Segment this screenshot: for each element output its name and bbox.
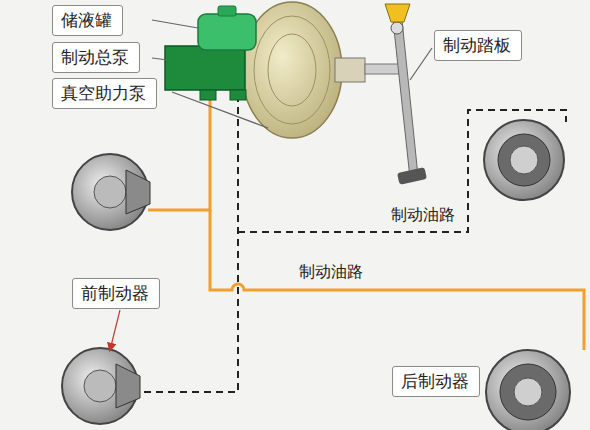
callout-box: 真空助力泵: [52, 78, 157, 109]
callout-box: 制动踏板: [434, 30, 522, 61]
brake-pedal: [385, 4, 427, 185]
callout-box: 制动总泵: [52, 42, 140, 73]
callout-label: 后制动器: [401, 370, 471, 392]
line-label: 制动油路: [388, 205, 458, 225]
reservoir: [198, 6, 256, 50]
brake-line-dashed: [140, 95, 566, 392]
front-brake-lower: [62, 348, 140, 424]
brake-line-solid: [148, 95, 584, 350]
callout-label: 储液罐: [61, 9, 114, 31]
callout-box: 储液罐: [52, 5, 123, 36]
callout-label: 真空助力泵: [61, 82, 148, 104]
master-cylinder: [165, 46, 246, 100]
callout-box: 后制动器: [392, 366, 480, 397]
callout-label: 制动踏板: [443, 34, 513, 56]
callout-label: 制动总泵: [61, 46, 131, 68]
callout-label: 前制动器: [81, 282, 151, 304]
rear-brake-upper: [484, 120, 564, 200]
rear-brake-lower: [486, 350, 570, 430]
callout-box: 前制动器: [72, 278, 160, 309]
front-brake-upper: [72, 154, 150, 230]
line-label: 制动油路: [296, 262, 366, 282]
vacuum-booster: [242, 2, 405, 138]
